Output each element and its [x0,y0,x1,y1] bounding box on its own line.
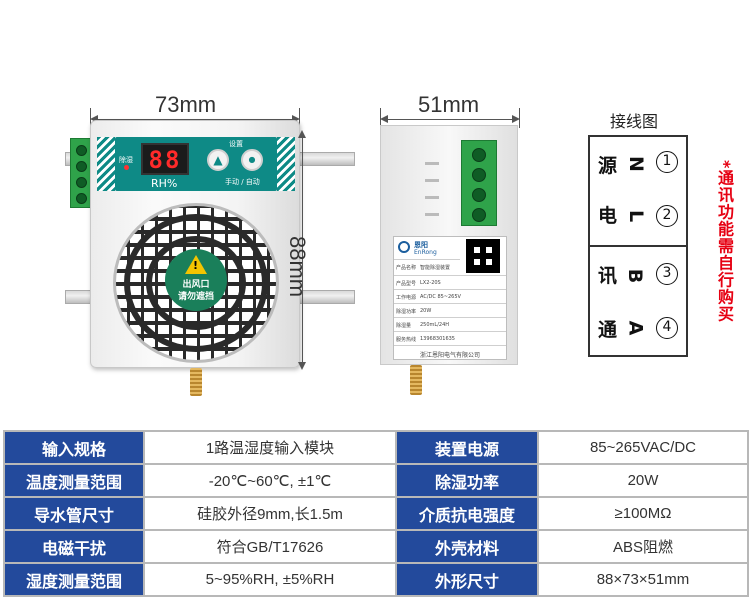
spec-key: 电磁干扰 [3,529,145,564]
humidity-display: 88 [141,143,189,175]
label-value: 250mL/24H [420,322,450,328]
label-value: 13968301635 [420,336,455,342]
label-value: LX2-20S [420,280,441,286]
outlet-warning-badge: ! 出风口 请勿遮挡 [165,249,227,311]
height-dimension: 88mm [285,130,336,370]
spec-key: 外壳材料 [395,529,539,564]
table-row: 电磁干扰 符合GB/T17626 外壳材料 ABS阻燃 [3,529,749,564]
label-key: 产品名称 [396,265,417,271]
brand-cn: 恩阳 [414,241,428,249]
side-width-dimension: 51mm [380,92,520,128]
table-row: 湿度测量范围 5~95%RH, ±5%RH 外形尺寸 88×73×51mm [3,562,749,597]
wiring-letter: L [625,209,648,223]
spec-key: 装置电源 [395,430,539,465]
terminal-block-side [461,140,497,226]
settings-label: 设置 [229,140,243,148]
label-key: 服务热线 [396,337,417,343]
spec-key: 导水管尺寸 [3,496,145,531]
drain-nozzle-front [190,368,202,396]
height-label: 88mm [285,236,310,298]
side-vents [425,148,439,216]
spec-table: 输入规格 1路温湿度输入模块 装置电源 85~265VAC/DC 温度测量范围 … [3,430,749,597]
label-key: 除湿功率 [396,309,417,315]
spec-value: 85~265VAC/DC [537,430,749,465]
spec-value: 88×73×51mm [537,562,749,597]
terminal-block-left [70,138,92,208]
wiring-title: 接线图 [610,112,659,131]
table-row: 导水管尺寸 硅胶外径9mm,长1.5m 介质抗电强度 ≥100MΩ [3,496,749,531]
spec-key: 湿度测量范围 [3,562,145,597]
indicator-label: 除湿 [119,156,133,164]
device-body-front: 除湿 88 RH% 设置 ▲ ● 手动 / 自动 ! 出风口 请勿遮挡 [90,120,300,368]
display-unit: RH% [151,177,178,190]
wiring-char: 通 [598,319,618,341]
warning-icon [185,255,207,274]
front-width-dimension: 73mm [90,92,300,128]
spec-value: 符合GB/T17626 [143,529,397,564]
spec-key: 输入规格 [3,430,145,465]
device-body-side: 恩阳 EnRong 产品名称 智能除湿装置 产品型号 LX2-20S 工作电源 … [380,125,518,365]
up-button[interactable]: ▲ [207,149,229,171]
outlet-label-line2: 请勿遮挡 [177,292,214,302]
indicator-led [124,165,129,170]
outlet-label-line1: 出风口 [182,280,210,290]
front-view: 除湿 88 RH% 设置 ▲ ● 手动 / 自动 ! 出风口 请勿遮挡 [65,120,355,400]
control-panel: 除湿 88 RH% 设置 ▲ ● 手动 / 自动 [115,137,277,191]
wiring-number: 1 [656,151,678,173]
side-view: 恩阳 EnRong 产品名称 智能除湿装置 产品型号 LX2-20S 工作电源 … [380,125,525,400]
spec-value: -20℃~60℃, ±1℃ [143,463,397,498]
wiring-number: 2 [656,205,678,227]
spec-value: 5~95%RH, ±5%RH [143,562,397,597]
communication-note: *通讯功能需自行购买 [715,160,734,323]
label-key: 产品型号 [396,281,417,287]
wiring-letter: A [624,320,647,336]
spec-value: 硅胶外径9mm,长1.5m [143,496,397,531]
spec-value: ≥100MΩ [537,496,749,531]
mode-label: 手动 / 自动 [225,178,260,186]
side-width-label: 51mm [418,92,480,117]
mode-button[interactable]: ● [241,149,263,171]
spec-value: 1路温湿度输入模块 [143,430,397,465]
wiring-number: 3 [656,263,678,285]
wiring-char: 电 [598,205,618,227]
spec-value: 20W [537,463,749,498]
wiring-diagram: 源 电 N L 1 2 讯 通 B A 3 4 [588,135,688,357]
wiring-letter: B [624,268,647,284]
panel-stripe-right [277,137,295,191]
wiring-char: 讯 [598,265,618,287]
table-row: 温度测量范围 -20℃~60℃, ±1℃ 除湿功率 20W [3,463,749,498]
label-value: 智能除湿装置 [420,265,451,271]
panel-stripe-left [97,137,115,191]
spec-value: ABS阻燃 [537,529,749,564]
wiring-char: 源 [598,155,618,177]
wiring-letter: N [624,156,647,172]
label-key: 工作电源 [396,295,417,301]
label-key: 除湿量 [396,323,412,329]
spec-key: 除湿功率 [395,463,539,498]
spec-key: 外形尺寸 [395,562,539,597]
brand-en: EnRong [414,249,437,256]
drain-nozzle-side [410,365,422,395]
brand-logo-icon [398,241,410,253]
product-label: 恩阳 EnRong 产品名称 智能除湿装置 产品型号 LX2-20S 工作电源 … [393,236,507,360]
table-row: 输入规格 1路温湿度输入模块 装置电源 85~265VAC/DC [3,430,749,465]
spec-key: 介质抗电强度 [395,496,539,531]
wiring-number: 4 [656,317,678,339]
label-value: AC/DC 85~265V [420,294,461,300]
label-value: 20W [420,308,432,314]
front-width-label: 73mm [155,92,217,117]
manufacturer: 浙江恩阳电气有限公司 [419,352,480,359]
qr-code [466,239,500,273]
spec-key: 温度测量范围 [3,463,145,498]
